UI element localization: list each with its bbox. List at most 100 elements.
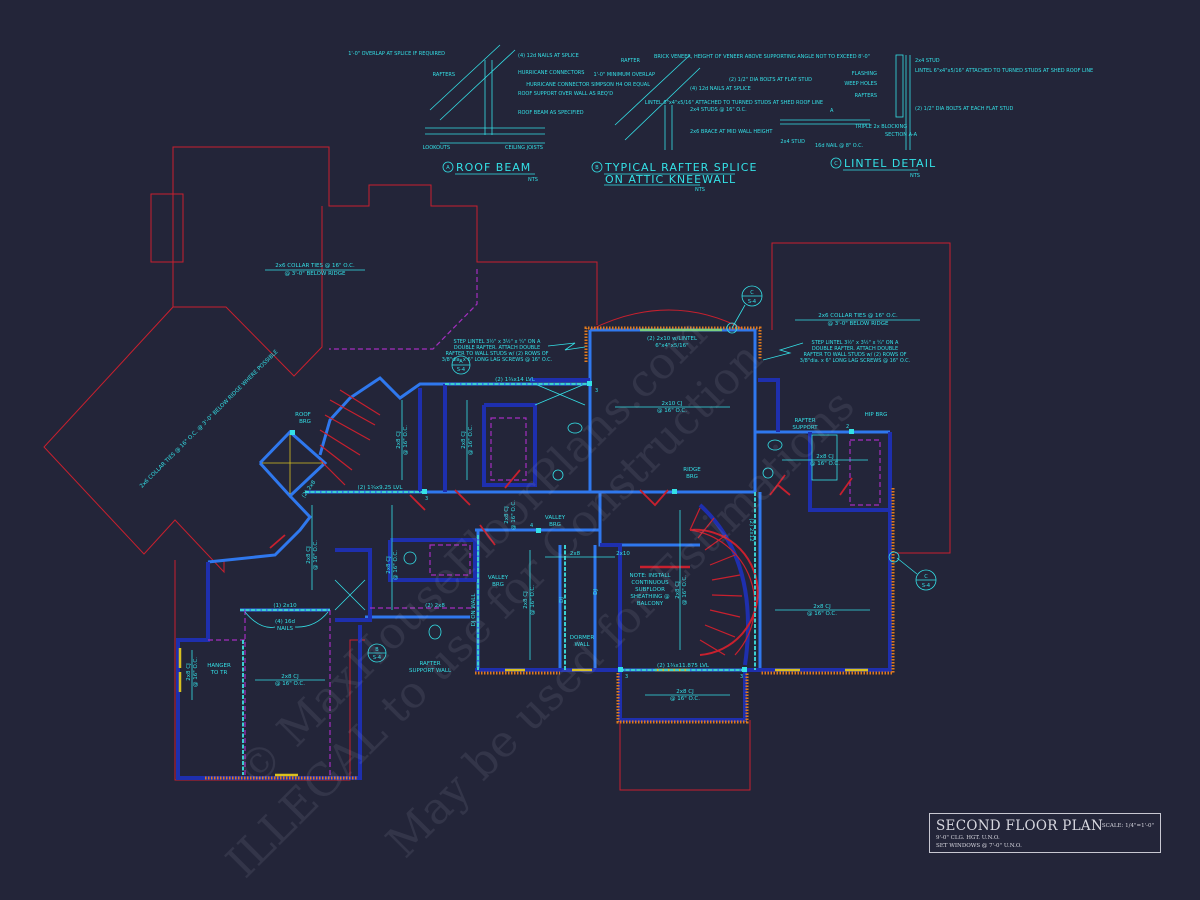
joist-spacing: @ 16" O.C. (393, 550, 399, 580)
joist-label: 2x8 CJ (675, 581, 681, 599)
marker-bottom: S-4 (457, 367, 465, 373)
nails-label: NAILS (277, 626, 294, 632)
joist-spacing: @ 16" O.C. (313, 540, 319, 570)
valley-brg-label: VALLEY (488, 575, 509, 581)
drawing-scale: SCALE: 1/4"=1'-0" (1101, 823, 1154, 829)
collar-tie-diagonal-note: 2x6 COLLAR TIES @ 16" O.C. @ 3'-0" BELOW… (139, 349, 280, 490)
detail-label: (2) 1/2" DIA BOLTS AT EACH FLAT STUD (915, 106, 1013, 112)
joist-label: 2x8 CJ (816, 454, 834, 460)
nails-label: (4) 16d (275, 619, 295, 625)
post-tag: 3 (425, 496, 428, 502)
window-height-note: SET WINDOWS @ 7'-0" U.N.O. (936, 843, 1022, 849)
hanger-label: HANGER (207, 663, 231, 669)
detail-title: ROOF BEAM (456, 161, 531, 174)
joist-label: 2x8 CJ (504, 506, 510, 524)
beams (240, 383, 756, 775)
joist-spacing: @ 16" O.C. (657, 408, 687, 414)
valley-brg-label: VALLEY (545, 515, 566, 521)
collar-tie-note: 2x6 COLLAR TIES @ 16" O.C. (275, 263, 355, 269)
section-marker-c-right[interactable]: C S-4 (888, 551, 937, 591)
marker-bottom: S-4 (922, 583, 930, 589)
joist-spacing: @ 16" O.C. (403, 425, 409, 455)
detail-label: FLASHING (852, 71, 877, 77)
detail-label: (4) 12d NAILS AT SPLICE (690, 86, 751, 92)
joist-label: 2x8 CJ (281, 674, 299, 680)
section-marker-b[interactable]: B S-4 (367, 643, 387, 663)
detail-label: BRICK VENEER, HEIGHT OF VENEER ABOVE SUP… (654, 54, 870, 60)
beam-label: (2) 2x12 (748, 518, 754, 541)
section-marker-a[interactable]: A S-4 (451, 355, 471, 375)
detail-label: RAFTERS (433, 72, 455, 78)
doors (269, 469, 853, 549)
post-tag: 3 (595, 388, 598, 394)
detail-label: 16d NAIL @ 8" O.C. (815, 143, 864, 149)
detail-a-roof-beam: 1'-0" OVERLAP AT SPLICE IF REQUIRED RAFT… (348, 44, 613, 183)
detail-label: 2x6 BRACE AT MID WALL HEIGHT (690, 129, 773, 135)
note-line: 3/8"dia. x 6" LONG LAG SCREWS @ 16" O.C. (800, 358, 911, 364)
detail-label: (2) 1/2" DIA BOLTS AT FLAT STUD (729, 77, 812, 83)
collar-tie-note: @ 3'-0" BELOW RIDGE (284, 271, 346, 277)
watermark: © MaxHouseFloorPlans.com ILLEGAL to use … (217, 308, 865, 888)
joist-spacing: @ 16" O.C. (530, 585, 536, 615)
detail-label: A (830, 108, 834, 114)
detail-nts: NTS (528, 177, 538, 183)
joist-spacing: @ 16" O.C. (468, 425, 474, 455)
joist-label: 2x8 CJ (461, 431, 467, 449)
note-line: SHEATHING @ (630, 594, 670, 600)
note-line: STEP LINTEL 3½" x 3½" x ¼" ON A (812, 339, 900, 346)
hanger-label: TO TR (210, 670, 228, 676)
note-line: STEP LINTEL 3½" x 3½" x ¼" ON A (454, 338, 542, 345)
detail-label: 1'-0" MINIMUM OVERLAP (593, 72, 655, 78)
detail-label: CEILING JOISTS (505, 145, 543, 151)
detail-label: ROOF SUPPORT OVER WALL AS REQ'D (518, 91, 613, 97)
watermark-text: © MaxHouseFloorPlans.com (227, 308, 717, 798)
post-tag: 3 (740, 674, 743, 680)
collar-tie-note: @ 3'-0" BELOW RIDGE (827, 321, 889, 327)
joist-spacing: @ 16" O.C. (807, 611, 837, 617)
roof-brg-label: ROOF (295, 412, 311, 418)
note-line: RAFTER TO WALL STUDS w/ (2) ROWS OF (445, 351, 548, 357)
ceiling-height-note: 9'-0" CLG. HGT. U.N.O. (936, 835, 1000, 841)
beam-label: 2x8 (570, 551, 581, 557)
detail-nts: NTS (910, 173, 920, 179)
rafter-support-wall-label: RAFTER (419, 661, 440, 667)
dj-label: DJ ON WALL (471, 593, 477, 627)
detail-label: 2x4 STUD (915, 58, 940, 64)
collar-tie-note: 2x6 COLLAR TIES @ 16" O.C. (818, 313, 898, 319)
section-marker-c-top[interactable]: C S-4 (726, 285, 763, 334)
roof-dashed-line (329, 269, 478, 350)
valley-brg-label: BRG (492, 582, 504, 588)
joist-spacing: @ 16" O.C. (670, 696, 700, 702)
joist-label: 2x8 CJ (386, 556, 392, 574)
joist-label: 2x8 CJ (523, 591, 529, 609)
detail-label: HURRICANE CONNECTOR SIMPSON H4 OR EQUAL (526, 82, 650, 88)
stairs (319, 389, 759, 656)
detail-label: 2x4 STUD (780, 139, 805, 145)
roof-outline (43, 146, 951, 791)
joist-label: 2x8 CJ (676, 689, 694, 695)
note-line: DOUBLE RAFTER. ATTACH DOUBLE (454, 345, 540, 351)
marker-bottom: S-4 (748, 299, 756, 305)
joist-spacing: @ 16" O.C. (810, 461, 840, 467)
detail-label: RAFTER (621, 58, 641, 64)
rafter-support-label: SUPPORT (792, 425, 818, 431)
hip-brg-label: HIP BRG (865, 412, 888, 418)
note-line: SUBFLOOR (635, 587, 665, 593)
detail-label: LOOKOUTS (423, 145, 450, 151)
dormer-wall-label: DORMER (570, 635, 595, 641)
rafter-support-wall-label: SUPPORT WALL (409, 668, 452, 674)
valley-brg-label: BRG (549, 522, 561, 528)
marker-top: A (459, 359, 463, 365)
detail-label: 1'-0" OVERLAP AT SPLICE IF REQUIRED (348, 51, 445, 57)
beam-label: (1) 2x10 (273, 603, 297, 609)
dj-label: DJ (593, 589, 599, 595)
drawing-title: SECOND FLOOR PLAN (936, 818, 1104, 834)
marker-top: C (750, 290, 754, 296)
detail-label: LINTEL 6"x4"x5/16" ATTACHED TO TURNED ST… (645, 100, 823, 106)
detail-b-rafter-splice: RAFTER 1'-0" MINIMUM OVERLAP HURRICANE C… (526, 54, 773, 193)
note-line: NOTE: INSTALL (630, 573, 672, 579)
beam-label: (2) 1¾x11.875 LVL (657, 663, 710, 669)
detail-label: (4) 12d NAILS AT SPLICE (518, 53, 579, 59)
marker-top: B (375, 647, 379, 653)
